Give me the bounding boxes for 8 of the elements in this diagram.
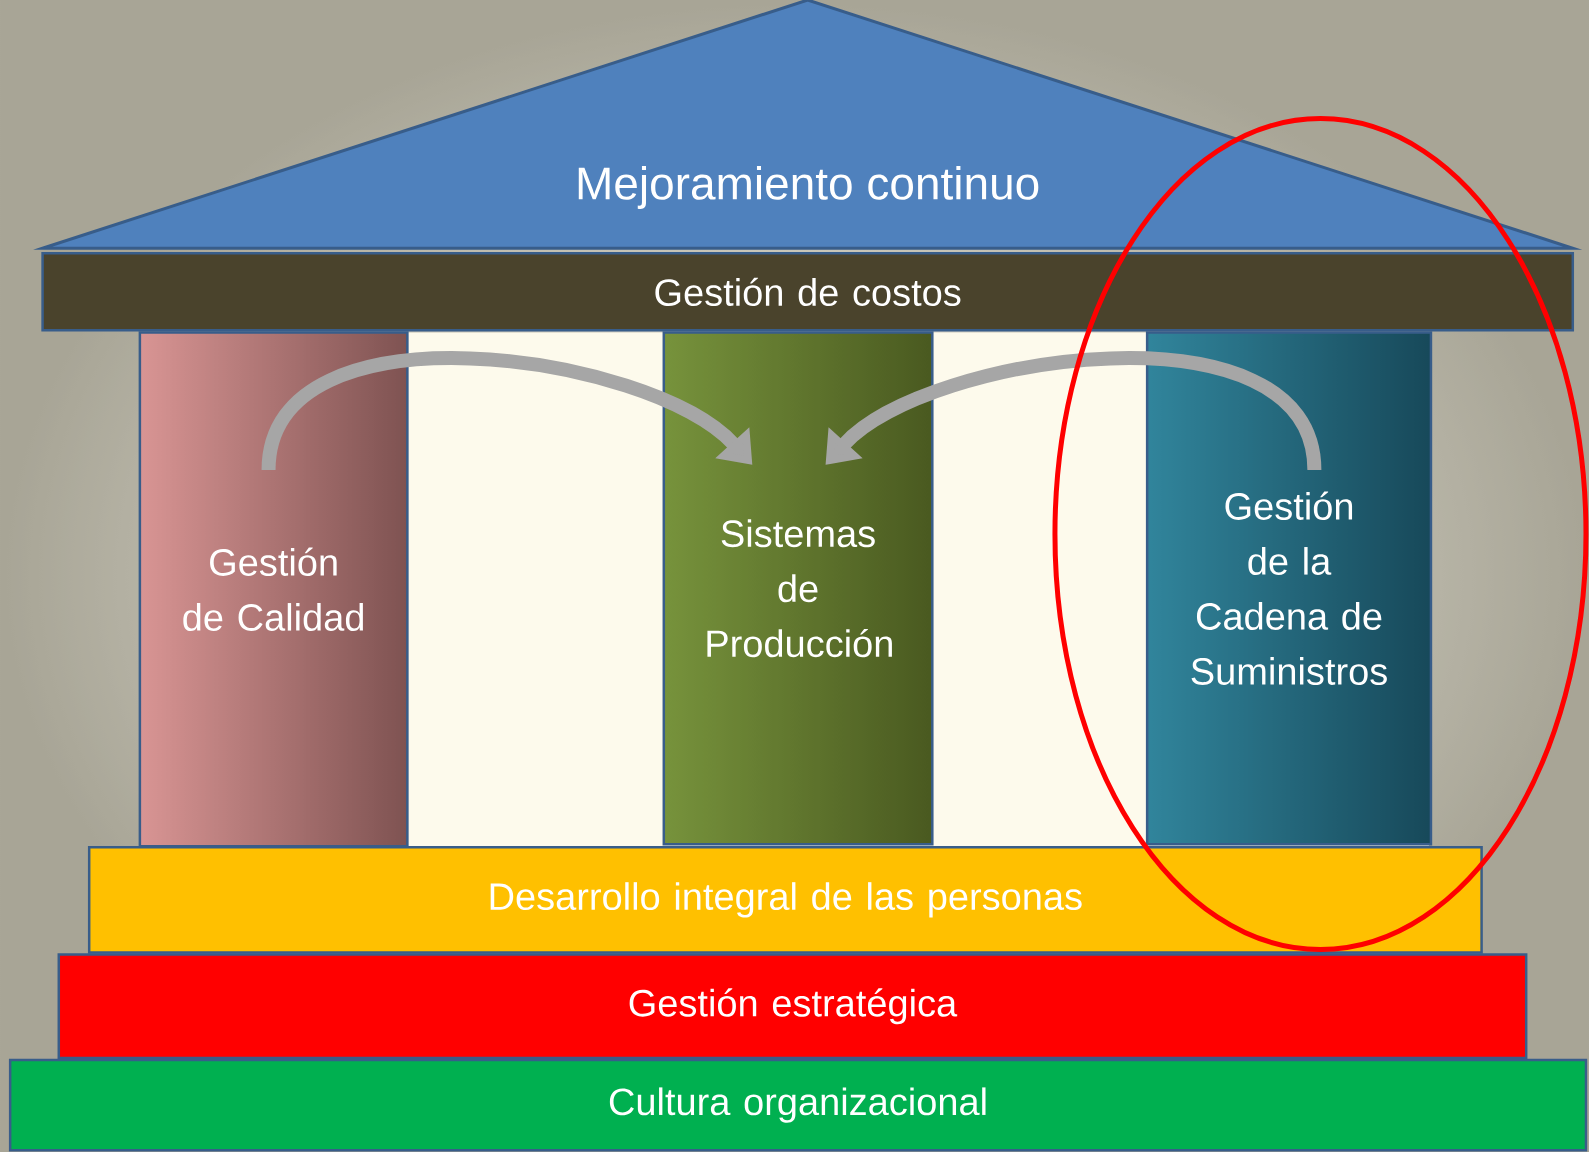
- pillar: Sistemas de Producción: [662, 331, 934, 846]
- beam-bar: Gestión de costos: [41, 252, 1575, 332]
- step-bar: Cultura organizacional: [8, 1058, 1588, 1152]
- pillar: Gestión de Calidad: [138, 331, 409, 848]
- pillar: Gestión de la Cadena de Suministros: [1145, 331, 1433, 846]
- step-bar: Gestión estratégica: [57, 953, 1528, 1060]
- curved-arrow: [825, 351, 1322, 472]
- step-bar: Desarrollo integral de las personas: [87, 845, 1483, 954]
